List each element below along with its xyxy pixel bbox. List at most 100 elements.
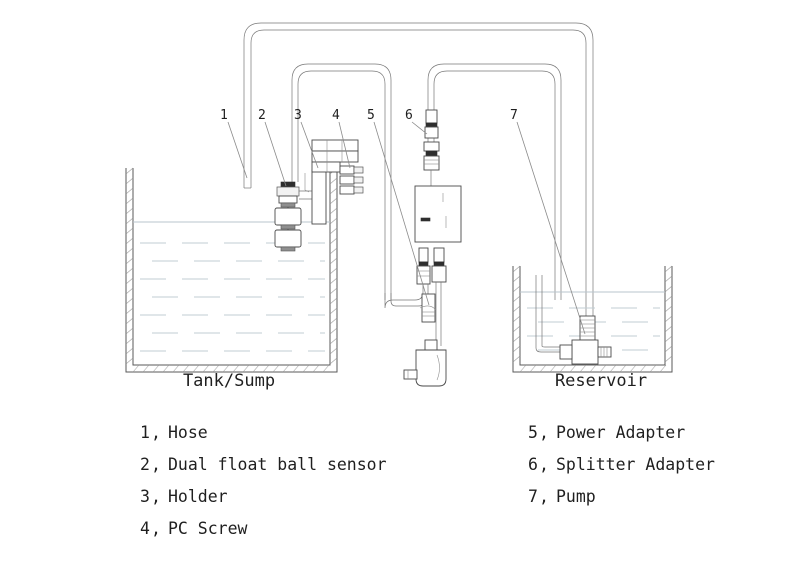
jack-left-tip [418,247,429,263]
pump-body [571,339,599,365]
leader-4 [338,121,351,169]
splitter-body-ribs [424,159,439,165]
holder-bracket [304,139,359,225]
sensor-stop-ring-2 [280,224,296,230]
legend-item: 3 , Holder [140,487,228,506]
holder-slot-row-2 [311,150,359,163]
float-ball-lower [274,229,302,248]
pc-screw-2-head [339,175,355,185]
leader-5 [373,121,430,306]
pump-riser-ribs [580,319,595,337]
jack-right-band [433,261,445,267]
legend-right-5-name: Power Adapter [556,423,685,442]
legend-right-6-separator: , [539,455,549,474]
cable-conduit-left-inner [297,70,386,300]
pump-nozzle-ribs [600,347,608,357]
reservoir-inner-wall [519,266,666,366]
legend-right-7-number: 7 [528,487,538,506]
legend-right-7-separator: , [539,487,549,506]
legend-left-3-separator: , [151,487,161,506]
callout-leaders [227,121,586,335]
reservoir-outer-wall [512,266,673,373]
reservoir-label: Reservoir [555,371,647,391]
pc-screw-1-shaft [353,166,364,174]
float-ball-upper [274,207,302,226]
hose-routing [243,22,594,330]
legend-right-column: 5 , Power Adapter 6 , Splitter Adapter 7… [528,423,715,506]
cable-conduit-right-outer [427,63,562,300]
legend-left-1-name: Hose [168,423,208,442]
legend-right-6-name: Splitter Adapter [556,455,715,474]
cable-conduit-left-outer [291,63,392,300]
legend-left-1-separator: , [151,423,161,442]
controller-box [414,185,462,243]
inline-switch-ribs [422,311,435,317]
cable-conduit-right-inner [433,70,556,300]
legend-left-column: 1 , Hose 2 , Dual float ball sensor 3 , … [140,423,387,538]
legend-item: 2 , Dual float ball sensor [140,455,387,474]
legend-right-5-separator: , [539,423,549,442]
tank-label: Tank/Sump [183,371,275,391]
holder-slot-row-1 [311,139,359,152]
pump-intake [559,344,573,360]
pc-screw-3-head [339,185,355,195]
sensor-stop-ring-3 [280,246,296,252]
legend-left-4-separator: , [151,519,161,538]
jack-left-band [418,261,429,267]
jack-right-tip [433,247,445,263]
hose-inner-wall [250,29,587,330]
splitter-adapter [423,109,440,186]
legend-left-2-number: 2 [140,455,150,474]
legend-left-2-name: Dual float ball sensor [168,455,387,474]
splitter-socket-band [425,150,438,157]
legend-left-4-name: PC Screw [168,519,248,538]
leader-7 [516,121,586,335]
sensor-cap [280,181,296,188]
legend-right-7-name: Pump [556,487,596,506]
submersible-pump [559,315,612,365]
connector-pair [384,247,447,346]
legend-item: 1 , Hose [140,423,208,442]
legend-left-2-separator: , [151,455,161,474]
inline-switch [419,293,437,323]
legend-left-3-name: Holder [168,487,228,506]
callout-number-5: 5 [367,108,375,123]
pc-screws [339,165,364,195]
callout-numbers: 1 2 3 4 5 6 7 [220,108,518,123]
adapter-prong [403,369,418,380]
callout-number-2: 2 [258,108,266,123]
splitter-plug-band [425,122,438,128]
tank-wall-hatch [125,167,338,373]
leader-3 [300,121,319,169]
callout-number-3: 3 [294,108,302,123]
reservoir [512,265,673,373]
leader-2 [264,121,287,187]
sensor-nut [276,186,300,197]
pump-inlet-tube-outer [535,275,560,353]
pc-screw-1-head [339,165,355,175]
pump-inlet-tube-inner [541,275,560,348]
sensor-collar [278,195,298,204]
leader-6 [411,121,428,135]
adapter-seam [436,354,440,381]
splitter-plug-tip [425,109,438,124]
controller-housing [414,185,462,243]
reservoir-wall-hatch [512,265,673,373]
callout-number-4: 4 [332,108,340,123]
holder-tab [304,173,310,193]
splitter-socket [423,141,440,152]
leader-1 [227,121,248,179]
legend-item: 5 , Power Adapter [528,423,685,442]
tank-water-texture [140,242,325,352]
callout-number-7: 7 [510,108,518,123]
controller-indicator [420,217,431,222]
splitter-plug-barrel [424,126,439,139]
legend-left-1-number: 1 [140,423,150,442]
jack-left-barrel [416,265,431,285]
pc-screw-2-shaft [353,176,364,184]
legend-right-6-number: 6 [528,455,538,474]
hose-outer-wall [243,22,594,330]
tank-sump [125,167,338,373]
